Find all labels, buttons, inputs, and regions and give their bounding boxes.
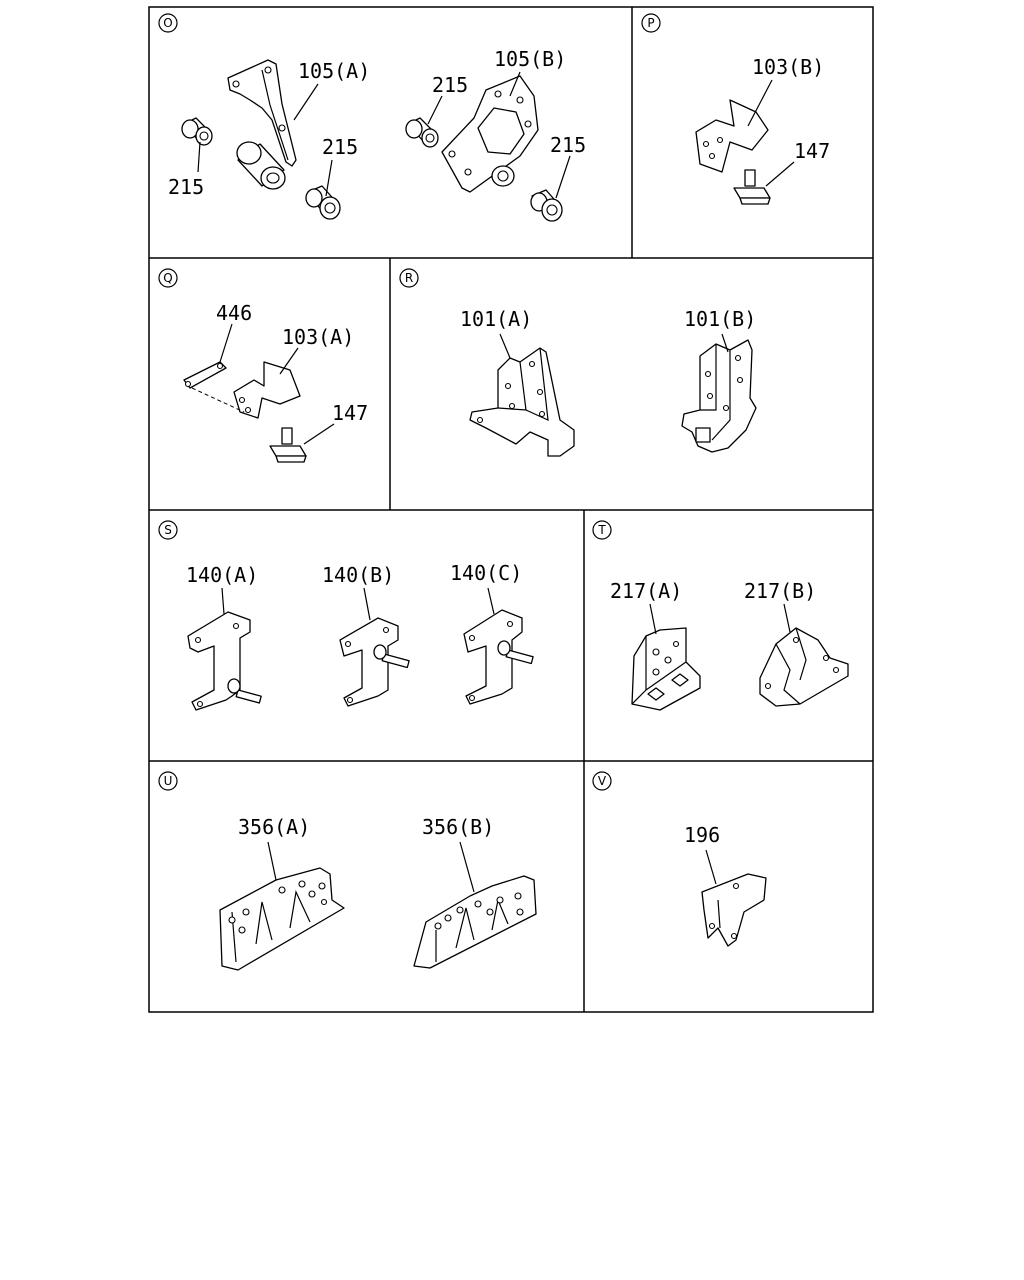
section-u-marker: U [164,774,173,788]
label-140c: 140(C) [450,561,522,585]
part-446-drawing [183,361,227,389]
section-p-marker: P [647,16,654,30]
label-147-p: 147 [794,139,830,163]
section-t: T 217(A) 217(B) [592,520,849,711]
label-103a: 103(A) [282,325,354,349]
label-103b: 103(B) [752,55,824,79]
part-356a-drawing [219,867,345,971]
part-140b-drawing [339,617,410,707]
label-356a: 356(A) [238,815,310,839]
section-v: V 196 [592,771,767,947]
bushing-215-2-drawing [305,185,341,220]
label-217a: 217(A) [610,579,682,603]
label-196: 196 [684,823,720,847]
label-105b: 105(B) [494,47,566,71]
label-140b: 140(B) [322,563,394,587]
section-r-marker: R [405,271,413,285]
label-101a: 101(A) [460,307,532,331]
part-105b-drawing [441,75,539,193]
label-215-2: 215 [322,135,358,159]
section-p: P 103(B) 147 [641,13,830,205]
part-101b-drawing [681,339,757,453]
bushing-215-1-drawing [181,117,213,146]
part-147-q-drawing [269,427,307,463]
part-105a-drawing [227,59,297,190]
section-q-marker: Q [163,271,172,285]
section-r: R 101(A) 101(B) [399,268,757,457]
part-101a-drawing [469,347,575,457]
label-215-3: 215 [432,73,468,97]
label-446: 446 [216,301,252,325]
bushing-215-4-drawing [530,189,563,222]
section-t-marker: T [597,523,606,537]
part-140a-drawing [187,611,262,711]
part-217b-drawing [759,627,849,707]
section-v-marker: V [598,774,607,788]
label-101b: 101(B) [684,307,756,331]
part-217a-drawing [631,627,701,711]
label-215-1: 215 [168,175,204,199]
label-140a: 140(A) [186,563,258,587]
section-s-marker: S [164,523,172,537]
label-215-4: 215 [550,133,586,157]
label-356b: 356(B) [422,815,494,839]
label-147-q: 147 [332,401,368,425]
bushing-215-3-drawing [405,117,439,148]
label-105a: 105(A) [298,59,370,83]
part-356b-drawing [413,875,537,969]
section-s: S 140(A) [158,520,534,711]
part-103a-drawing [233,361,301,419]
part-140c-drawing [463,609,534,705]
part-103b-drawing [695,99,769,173]
section-o: O [158,13,586,222]
part-147-p-drawing [733,169,771,205]
section-u: U [158,771,537,971]
section-o-marker: O [163,16,172,30]
label-217b: 217(B) [744,579,816,603]
grid-frame [148,6,874,1013]
part-196-drawing [701,873,767,947]
section-q: Q 446 103(A) 147 [158,268,368,463]
